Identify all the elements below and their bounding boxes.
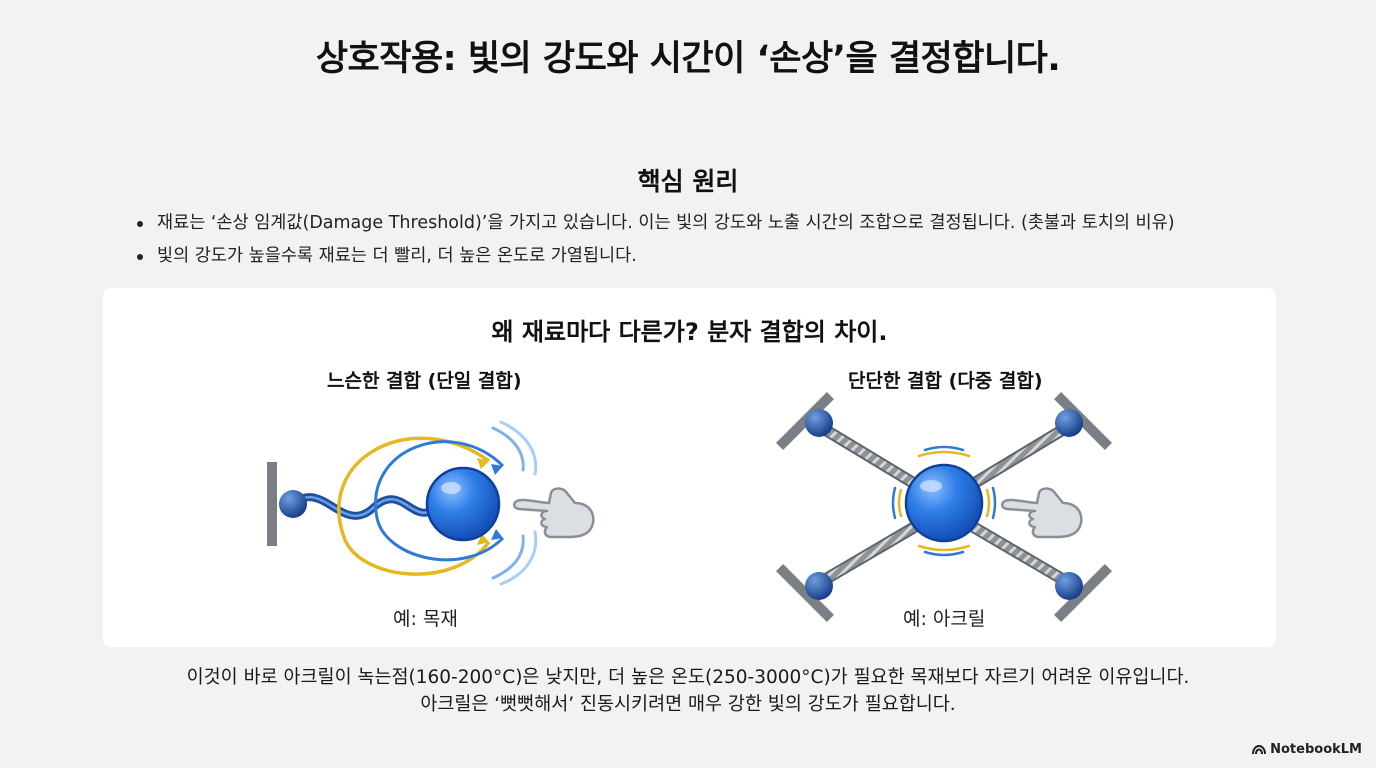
anchor-atom [279,490,307,518]
tight-bond-illustration [776,392,1112,622]
small-vibration-marks [891,445,997,557]
atom-sphere [425,466,501,542]
tight-bond-example: 예: 아크릴 [903,608,986,630]
principle-heading: 핵심 원리 [637,167,739,196]
comparison-title: 왜 재료마다 다른가? 분자 결합의 차이. [491,318,888,346]
principle-bullets: 재료는 ‘손상 임계값(Damage Threshold)’을 가지고 있습니다… [137,210,1175,276]
corner-atom [805,409,833,437]
conclusion-line-1: 이것이 바로 아크릴이 녹는점(160-200°C)은 낮지만, 더 높은 온도… [186,667,1190,688]
vibration-path-yellow [337,436,491,576]
pointing-hand-icon [513,487,595,539]
brand-name: NotebookLM [1270,742,1362,757]
tight-bond-label: 단단한 결합 (다중 결합) [848,370,1043,392]
pointing-hand-icon [1001,487,1083,539]
motion-lines-top [491,420,538,476]
brand-mark: NotebookLM [1252,742,1362,757]
loose-bond-illustration [267,420,538,586]
vibration-path-blue [374,440,505,562]
conclusion-text: 이것이 바로 아크릴이 녹는점(160-200°C)은 낮지만, 더 높은 온도… [0,664,1376,718]
corner-atom [805,572,833,600]
loose-bond-label: 느슨한 결합 (단일 결합) [327,370,522,392]
notebooklm-logo-icon [1252,744,1267,754]
motion-lines-bottom [491,530,538,586]
wall-plates [776,392,1112,622]
atom-sphere [904,463,984,543]
corner-atom [1055,409,1083,437]
conclusion-line-2: 아크릴은 ‘뻣뻣해서’ 진동시키려면 매우 강한 빛의 강도가 필요합니다. [420,694,956,715]
bullet-item: 빛의 강도가 높을수록 재료는 더 빨리, 더 높은 온도로 가열됩니다. [137,243,1175,276]
page-title: 상호작용: 빛의 강도와 시간이 ‘손상’을 결정합니다. [315,39,1061,79]
bullet-item: 재료는 ‘손상 임계값(Damage Threshold)’을 가지고 있습니다… [137,210,1175,243]
corner-atom [1055,572,1083,600]
wall-plate [267,462,277,546]
comparison-panel: 왜 재료마다 다른가? 분자 결합의 차이. 느슨한 결합 (단일 결합) 단단… [103,288,1276,647]
loose-bond-example: 예: 목재 [393,608,458,630]
